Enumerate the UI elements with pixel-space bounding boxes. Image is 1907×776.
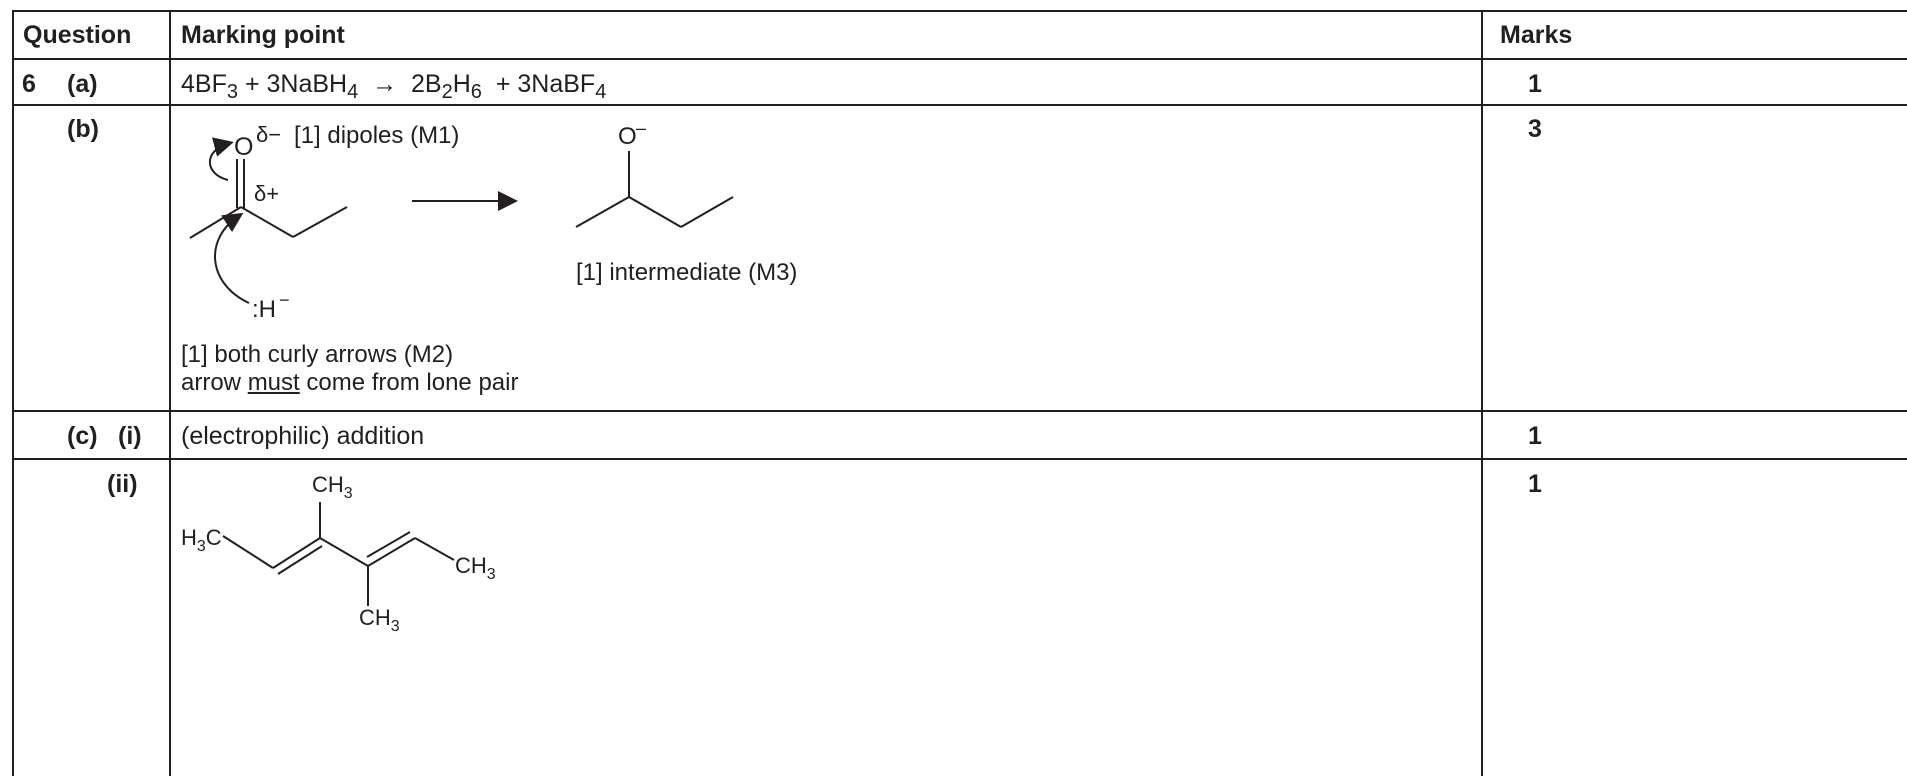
header-marks: Marks: [1500, 21, 1573, 49]
table-left-border: [12, 10, 14, 776]
label-h3c: H3C: [181, 525, 222, 555]
equation-a: 4BF3 + 3NaBH4 → 2B2H6 + 3NaBF4: [181, 70, 607, 103]
hydride-charge: −: [279, 290, 290, 310]
bond-c2-c3: [240, 206, 294, 238]
double-bond-1-b: [277, 545, 323, 575]
curly-arrows-mark-note: [1] both curly arrows (M2): [181, 341, 454, 368]
delta-minus-label: δ−: [256, 122, 281, 147]
intermediate-bond-3: [680, 196, 734, 228]
eq-rhs1-h: H: [452, 70, 471, 98]
alkene-structure: H3C CH3 CH3 CH3: [181, 472, 496, 635]
eq-rhs1-sub2: 6: [470, 81, 482, 103]
answer-ci: (electrophilic) addition: [181, 422, 425, 450]
bond-c1-c2: [189, 206, 242, 239]
marks-ci: 1: [1528, 422, 1542, 450]
label-top-ch3: CH3: [312, 472, 353, 502]
eq-rhs1-sub1: 2: [441, 81, 453, 103]
intermediate-mark-note: [1] intermediate (M3): [576, 259, 797, 286]
lone-pair-note-a: arrow: [181, 369, 248, 396]
question-part-a: (a): [67, 70, 98, 98]
row-a-divider: [12, 104, 1907, 106]
eq-rhs1: 2B: [411, 70, 442, 98]
marks-a: 1: [1528, 70, 1542, 98]
bond-central: [319, 537, 369, 567]
label-right-ch3: CH3: [455, 553, 496, 583]
double-bond-1-a: [272, 537, 321, 569]
question-number: 6: [22, 70, 36, 98]
intermediate-bond-2: [628, 196, 682, 228]
curly-arrow-carbonyl: [209, 137, 234, 181]
question-part-b: (b): [67, 115, 99, 143]
eq-arrow: →: [372, 70, 398, 98]
intermediate-charge: –: [636, 118, 646, 138]
question-col-divider: [169, 10, 171, 776]
eq-lhs2: + 3NaBH: [244, 70, 348, 98]
lone-pair-note: arrow must come from lone pair: [181, 371, 518, 395]
label-bottom-ch3: CH3: [359, 605, 400, 635]
marks-cii: 1: [1528, 470, 1542, 498]
double-bond-2-a: [367, 537, 416, 567]
eq-lhs1-sub: 3: [226, 81, 238, 103]
eq-lhs1: 4BF: [181, 70, 227, 98]
mechanism-diagram: O δ− [1] dipoles (M1) δ+ :H − O – [1] in…: [189, 118, 797, 323]
eq-lhs2-sub: 4: [347, 81, 359, 103]
double-bond-2-b: [366, 531, 411, 558]
header-marking-point: Marking point: [181, 21, 345, 49]
eq-rhs2: + 3NaBF: [495, 70, 596, 98]
intermediate-bond-1: [575, 196, 630, 228]
eq-rhs2-sub: 4: [595, 81, 607, 103]
dipoles-mark-note: [1] dipoles (M1): [294, 122, 459, 149]
intermediate-oxygen: O: [618, 123, 637, 150]
bond-h3c: [222, 535, 274, 569]
question-part-c: (c): [67, 422, 98, 450]
bond-right-ch3: [414, 537, 455, 561]
marks-col-divider: [1481, 10, 1483, 776]
row-b-divider: [12, 410, 1907, 412]
marks-b: 3: [1528, 115, 1542, 143]
lone-pair-note-emphasis: must: [247, 369, 300, 396]
curly-arrow-hydride: [214, 212, 250, 304]
header-divider: [12, 58, 1907, 60]
oxygen-label: O: [234, 133, 253, 161]
question-sub-i: (i): [118, 422, 142, 450]
hydride-label: :H: [252, 296, 276, 323]
question-sub-ii: (ii): [107, 470, 138, 498]
table-top-border: [12, 10, 1907, 12]
lone-pair-note-b: come from lone pair: [299, 369, 519, 396]
header-question: Question: [23, 21, 132, 49]
bond-c3-c4: [292, 206, 348, 238]
row-ci-divider: [12, 458, 1907, 460]
delta-plus-label: δ+: [254, 181, 279, 206]
